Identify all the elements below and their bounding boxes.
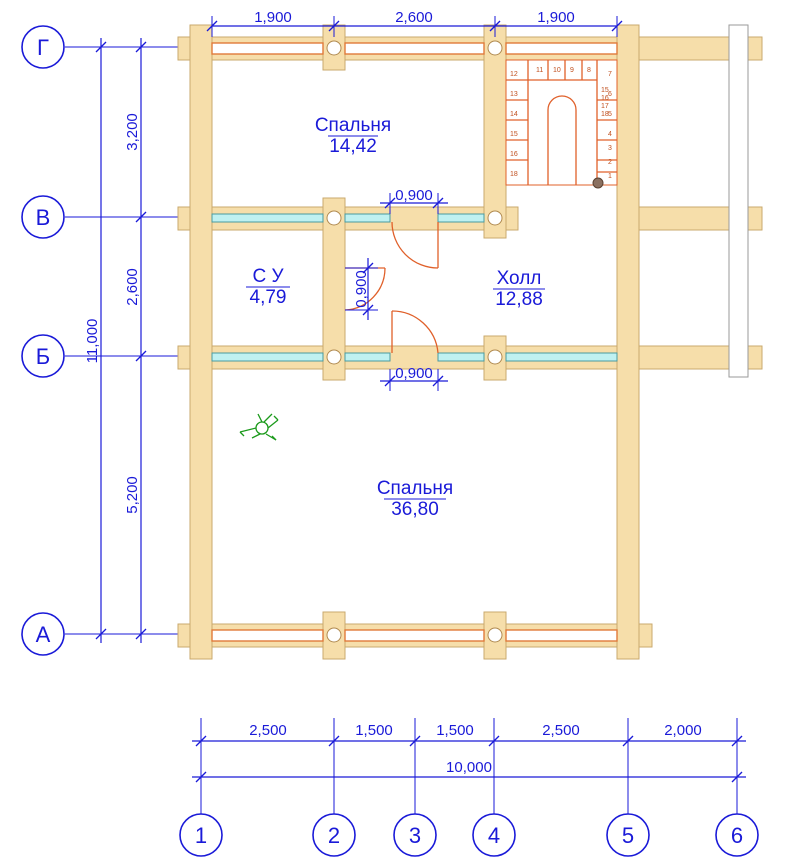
dim-label: 0,900 [353,270,370,308]
dim-label: 1,900 [537,9,575,26]
room-name: С У [252,266,284,287]
room-name: Спальня [377,478,453,499]
dim-label: 2,600 [395,9,433,26]
doors [344,221,439,354]
plant-icon [239,413,279,441]
axis-lines [65,46,738,818]
step-label: 18 [601,111,609,118]
step-label: 5 [608,111,612,118]
axis-label-g: Г [37,35,49,60]
left-dimensions: 11,000 3,200 2,600 5,200 [84,38,147,643]
walls [177,24,763,660]
dim-label: 1,500 [436,722,474,739]
axis-label-3: 3 [409,823,421,848]
room-area: 14,42 [329,136,377,157]
dim-label: 11,000 [84,319,101,364]
col-axis-bubbles: 1 2 3 4 5 6 [179,813,759,857]
step-label: 2 [608,159,612,166]
dim-label: 2,600 [124,268,141,306]
room-area: 4,79 [250,287,287,308]
dim-label: 2,500 [249,722,287,739]
room-name: Спальня [315,115,391,136]
dim-label: 2,500 [542,722,580,739]
step-label: 16 [601,95,609,102]
dim-label: 1,500 [355,722,393,739]
dim-label: 2,000 [664,722,702,739]
axis-label-2: 2 [328,823,340,848]
step-label: 4 [608,131,612,138]
step-label: 3 [608,145,612,152]
step-label: 18 [510,171,518,178]
dim-label: 3,200 [124,113,141,151]
step-label: 1 [608,173,612,180]
step-label: 8 [587,67,591,74]
dim-label: 1,900 [254,9,292,26]
step-label: 16 [510,151,518,158]
axis-label-1: 1 [195,823,207,848]
windows [211,42,618,642]
step-label: 12 [510,71,518,78]
step-label: 14 [510,111,518,118]
dim-label: 10,000 [446,759,492,776]
step-label: 6 [608,91,612,98]
step-label: 17 [601,103,609,110]
bottom-dimensions: 2,500 1,500 1,500 2,500 2,000 10,000 [192,722,746,783]
post-markers [326,40,503,643]
step-label: 7 [608,71,612,78]
step-label: 11 [536,67,543,74]
axis-label-a: А [36,622,51,647]
dim-label: 5,200 [124,476,141,514]
glass-partitions [211,213,618,362]
step-label: 9 [570,67,574,74]
step-label: 15 [601,87,609,94]
row-axis-bubbles: Г В Б А [21,25,65,656]
room-area: 36,80 [391,499,439,520]
newel-post [592,177,604,189]
dim-label: 0,900 [395,365,433,382]
top-dimensions: 1,900 2,600 1,900 [206,9,623,37]
room-name: Холл [497,268,542,289]
step-label: 13 [510,91,518,98]
step-label: 15 [510,131,518,138]
step-label: 10 [553,67,561,74]
axis-label-6: 6 [731,823,743,848]
axis-label-5: 5 [622,823,634,848]
axis-label-b: Б [36,344,50,369]
room-area: 12,88 [495,289,543,310]
room-labels: Спальня 14,42 С У 4,79 Холл 12,88 Спальн… [246,115,545,520]
staircase: 12 13 14 15 16 18 11 10 9 8 7 6 5 4 3 2 … [505,59,618,189]
axis-label-v: В [36,205,51,230]
dim-label: 0,900 [395,187,433,204]
axis-label-4: 4 [488,823,500,848]
door-dimensions: 0,900 0,900 0,900 [345,187,448,391]
